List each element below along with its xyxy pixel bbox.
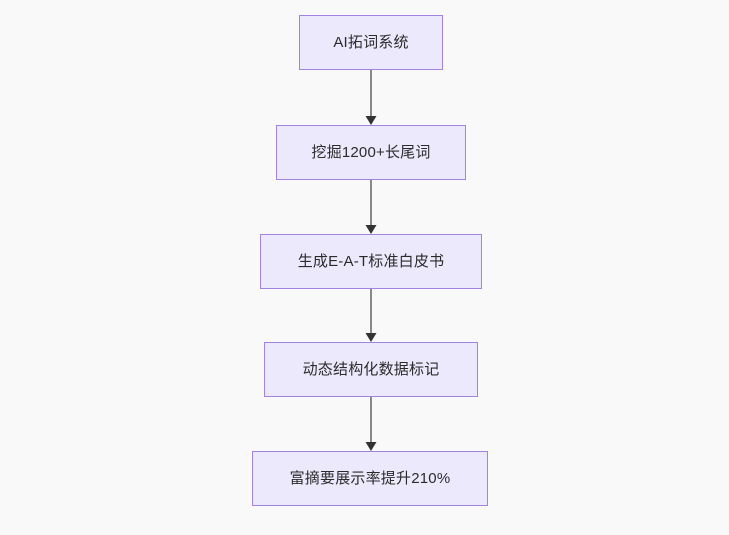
flow-node-label: 挖掘1200+长尾词 <box>311 143 431 161</box>
flow-node-n1[interactable]: AI拓词系统 <box>299 15 443 70</box>
flow-node-n5[interactable]: 富摘要展示率提升210% <box>252 451 488 506</box>
flow-node-label: 生成E-A-T标准白皮书 <box>297 252 445 270</box>
flow-arrow-n3-to-n4 <box>363 289 379 342</box>
flow-arrow-n2-to-n3 <box>363 180 379 234</box>
flow-arrow-n4-to-n5 <box>363 397 379 451</box>
flow-node-label: 动态结构化数据标记 <box>302 360 440 378</box>
flow-node-n2[interactable]: 挖掘1200+长尾词 <box>276 125 466 180</box>
flow-node-n4[interactable]: 动态结构化数据标记 <box>264 342 478 397</box>
flow-arrow-n1-to-n2 <box>363 70 379 125</box>
flow-node-label: AI拓词系统 <box>333 33 409 51</box>
flow-node-label: 富摘要展示率提升210% <box>289 469 451 487</box>
flow-node-n3[interactable]: 生成E-A-T标准白皮书 <box>260 234 482 289</box>
